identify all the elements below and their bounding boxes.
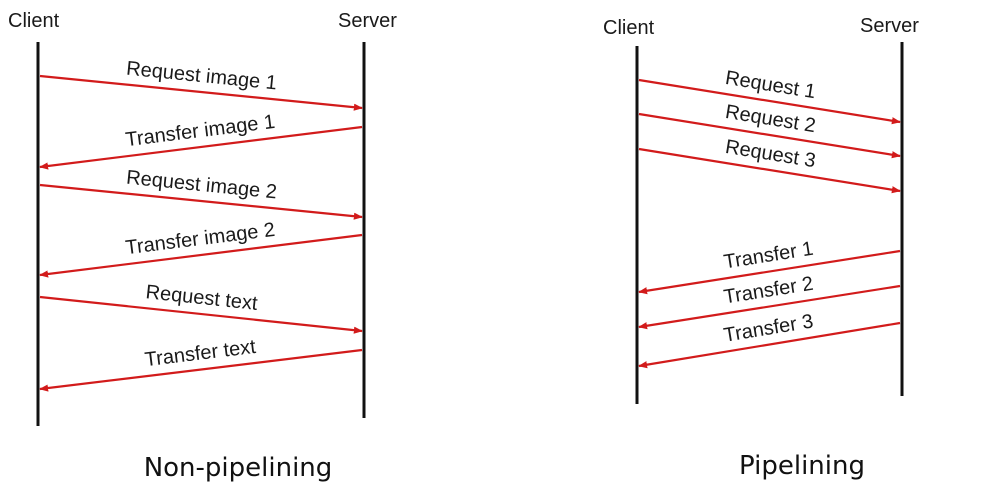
left-message-label-3: Request image 2 (125, 167, 278, 204)
non-pipelining-diagram: Client Server Request image 1 Transfer im… (8, 10, 397, 483)
left-message-label-6: Transfer text (144, 336, 258, 371)
left-message-arrow-2 (39, 125, 363, 170)
right-server-label: Server (860, 15, 919, 37)
left-message-arrow-4 (39, 233, 363, 278)
left-message-arrow-3 (39, 183, 363, 220)
right-caption: Pipelining (739, 451, 865, 481)
right-message-arrow-5 (638, 284, 901, 330)
right-message-label-4: Transfer 1 (722, 238, 815, 274)
right-message-arrow-1 (638, 78, 901, 125)
left-caption: Non-pipelining (144, 453, 333, 483)
right-message-arrow-4 (638, 249, 901, 295)
right-message-arrow-2 (638, 112, 901, 159)
left-client-label: Client (8, 10, 60, 32)
right-message-arrow-3 (638, 147, 901, 194)
right-message-label-1: Request 1 (724, 67, 818, 103)
left-message-label-2: Transfer image 1 (124, 111, 276, 151)
right-message-arrow-6 (638, 321, 901, 369)
left-message-arrow-6 (39, 348, 363, 392)
left-messages: Request image 1 Transfer image 1 Request i… (39, 58, 363, 392)
left-message-label-4: Transfer image 2 (124, 219, 276, 259)
left-server-label: Server (338, 10, 397, 32)
left-message-arrow-1 (39, 74, 363, 111)
left-message-label-1: Request image 1 (125, 58, 278, 95)
right-message-label-6: Transfer 3 (722, 310, 815, 346)
right-client-label: Client (603, 17, 655, 39)
right-message-label-5: Transfer 2 (722, 273, 815, 309)
left-message-arrow-5 (39, 295, 363, 334)
